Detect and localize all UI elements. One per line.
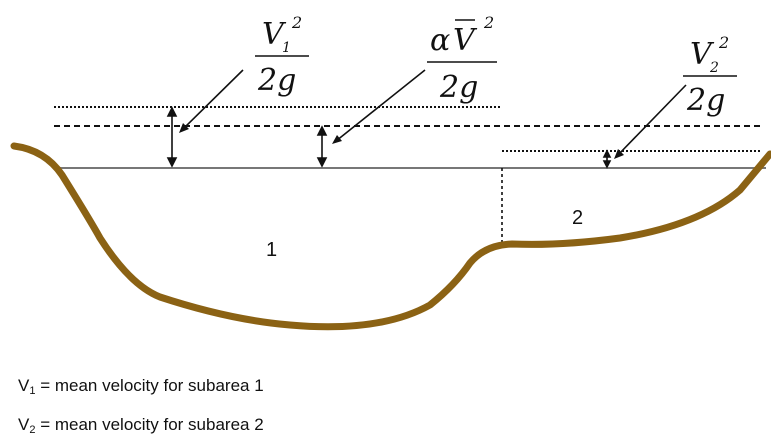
svg-text:V: V: [690, 37, 715, 72]
legend-symbol: V: [18, 376, 30, 395]
svg-text:1: 1: [282, 40, 291, 56]
legend-line-1: V1 = mean velocity for subarea 1: [18, 376, 264, 397]
leader-line-mean: [332, 69, 426, 144]
svg-text:α: α: [430, 23, 450, 58]
leader-line-subarea-2: [614, 84, 687, 159]
head-arrow-subarea-2: [602, 149, 612, 169]
svg-text:V: V: [262, 17, 287, 52]
head-arrow-subarea-1: [166, 106, 178, 168]
svg-text:2g: 2g: [257, 63, 296, 98]
subarea-1-label: 1: [266, 239, 277, 261]
svg-text:2: 2: [483, 13, 494, 32]
svg-text:V: V: [453, 23, 478, 58]
legend-subscript: 1: [29, 385, 36, 397]
svg-text:2: 2: [291, 13, 302, 32]
legend-symbol: V: [18, 415, 30, 434]
svg-text:2: 2: [709, 60, 719, 76]
legend-subscript: 2: [29, 424, 36, 436]
svg-text:2g: 2g: [439, 70, 478, 105]
legend-text: = mean velocity for subarea 2: [35, 415, 264, 434]
subarea-2-label: 2: [572, 207, 583, 229]
legend-text: = mean velocity for subarea 1: [35, 376, 264, 395]
svg-text:2: 2: [718, 33, 729, 52]
head-arrow-mean: [316, 125, 328, 168]
head-label-subarea-1: V 1 2 2g: [255, 13, 309, 98]
leader-line-subarea-1: [179, 69, 244, 133]
svg-text:2g: 2g: [686, 83, 725, 118]
channel-bed: [10, 142, 771, 331]
head-label-mean: α V 2 2g: [427, 13, 497, 105]
head-label-subarea-2: V 2 2 2g: [683, 33, 737, 118]
legend-line-2: V2 = mean velocity for subarea 2: [18, 415, 264, 436]
